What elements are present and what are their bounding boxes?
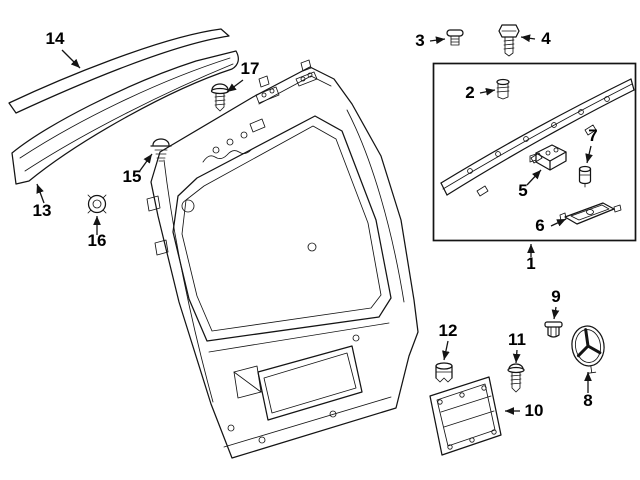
callout-7-label[interactable]: 7 [588,126,597,145]
callout-1-label[interactable]: 1 [526,254,535,273]
callout-12[interactable]: 12 [439,321,458,361]
rivet-3-drawing [446,29,464,46]
bolt-4-drawing [498,24,520,57]
switch-5-drawing [529,144,567,171]
nut-12-drawing [435,362,453,383]
callout-8[interactable]: 8 [583,372,593,410]
grommet-16-drawing [87,194,107,214]
callout-15-label[interactable]: 15 [123,167,142,186]
callout-13-label[interactable]: 13 [33,201,52,220]
callout-16[interactable]: 16 [88,216,107,250]
callout-1[interactable]: 1 [526,244,536,273]
trim-strip-drawing [440,78,635,197]
callout-4-label[interactable]: 4 [541,29,551,48]
clip-15-drawing [150,138,172,162]
callout-9[interactable]: 9 [551,287,561,320]
callout-17-label[interactable]: 17 [241,59,260,78]
callout-3-label[interactable]: 3 [415,31,424,50]
callout-7[interactable]: 7 [585,126,598,164]
callout-10-label[interactable]: 10 [525,401,544,420]
grommet-9-drawing [544,321,563,338]
screw-11-drawing [507,363,525,393]
assembly-box [432,62,637,242]
clip-2-drawing [496,78,510,100]
callout-10[interactable]: 10 [505,401,543,420]
callout-4[interactable]: 4 [520,29,551,48]
callout-5[interactable]: 5 [518,169,542,200]
callout-5-label[interactable]: 5 [518,181,527,200]
callout-2[interactable]: 2 [465,83,496,102]
emblem-8-drawing [571,325,605,374]
callout-14-label[interactable]: 14 [46,29,65,48]
bracket-10-drawing [429,376,502,456]
callout-15[interactable]: 15 [123,153,153,186]
callout-3[interactable]: 3 [415,31,446,50]
callout-6-label[interactable]: 6 [535,216,544,235]
callout-12-label[interactable]: 12 [439,321,458,340]
callout-6[interactable]: 6 [535,216,567,235]
spoiler-strip-drawing [8,28,230,114]
callout-17[interactable]: 17 [226,59,260,93]
callout-13[interactable]: 13 [33,183,52,220]
callout-11[interactable]: 11 [508,330,526,364]
callout-9-label[interactable]: 9 [551,287,560,306]
callout-2-label[interactable]: 2 [465,83,474,102]
liftgate-drawing [146,59,419,459]
spoiler-drawing [11,50,239,185]
callout-8-label[interactable]: 8 [583,391,592,410]
lamp-6-drawing [559,202,622,225]
bulb-7-drawing [578,165,592,188]
callout-11-label[interactable]: 11 [508,330,526,349]
screw-17-drawing [210,83,230,112]
callout-14[interactable]: 14 [46,29,81,69]
callout-16-label[interactable]: 16 [88,231,107,250]
